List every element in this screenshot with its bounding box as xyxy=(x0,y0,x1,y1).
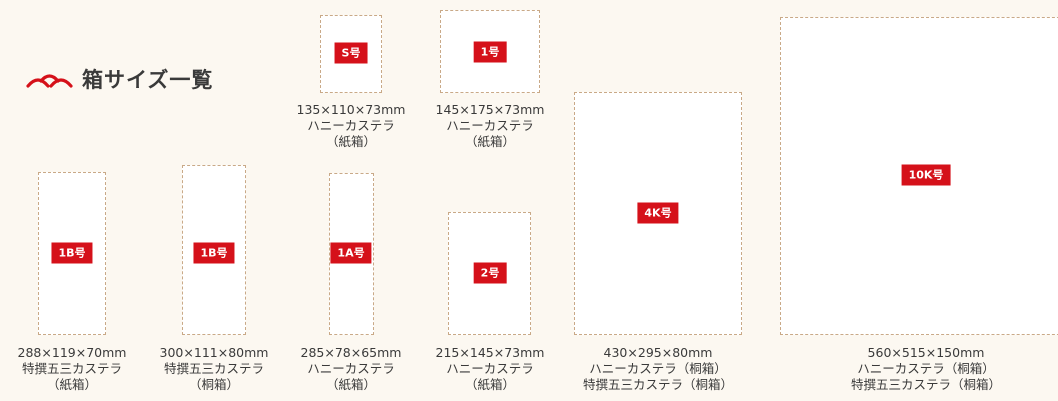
box-tag-10k: 10K号 xyxy=(901,164,951,186)
mountain-arcs-icon xyxy=(26,74,73,88)
box-tag-2: 2号 xyxy=(473,262,507,284)
section-heading: 箱サイズ一覧 xyxy=(26,64,213,94)
box-tag-4k: 4K号 xyxy=(637,202,679,224)
box-caption-s: 135×110×73mm ハニーカステラ （紙箱） xyxy=(296,102,406,149)
box-tag-s: S号 xyxy=(334,42,368,64)
box-caption-1b-paper: 288×119×70mm 特撰五三カステラ （紙箱） xyxy=(17,345,127,392)
box-caption-1a: 285×78×65mm ハニーカステラ （紙箱） xyxy=(300,345,402,392)
box-caption-1: 145×175×73mm ハニーカステラ （紙箱） xyxy=(435,102,545,149)
box-tag-1b-paulownia: 1B号 xyxy=(193,242,235,264)
box-caption-10k: 560×515×150mm ハニーカステラ（桐箱） 特撰五三カステラ（桐箱） xyxy=(850,345,1001,392)
box-caption-2: 215×145×73mm ハニーカステラ （紙箱） xyxy=(435,345,545,392)
box-caption-1b-paulownia: 300×111×80mm 特撰五三カステラ （桐箱） xyxy=(159,345,269,392)
page-title: 箱サイズ一覧 xyxy=(82,67,214,92)
box-caption-4k: 430×295×80mm ハニーカステラ（桐箱） 特撰五三カステラ（桐箱） xyxy=(582,345,733,392)
box-tag-1b-paper: 1B号 xyxy=(51,242,93,264)
box-tag-1: 1号 xyxy=(473,41,507,63)
box-tag-1a: 1A号 xyxy=(330,242,372,264)
